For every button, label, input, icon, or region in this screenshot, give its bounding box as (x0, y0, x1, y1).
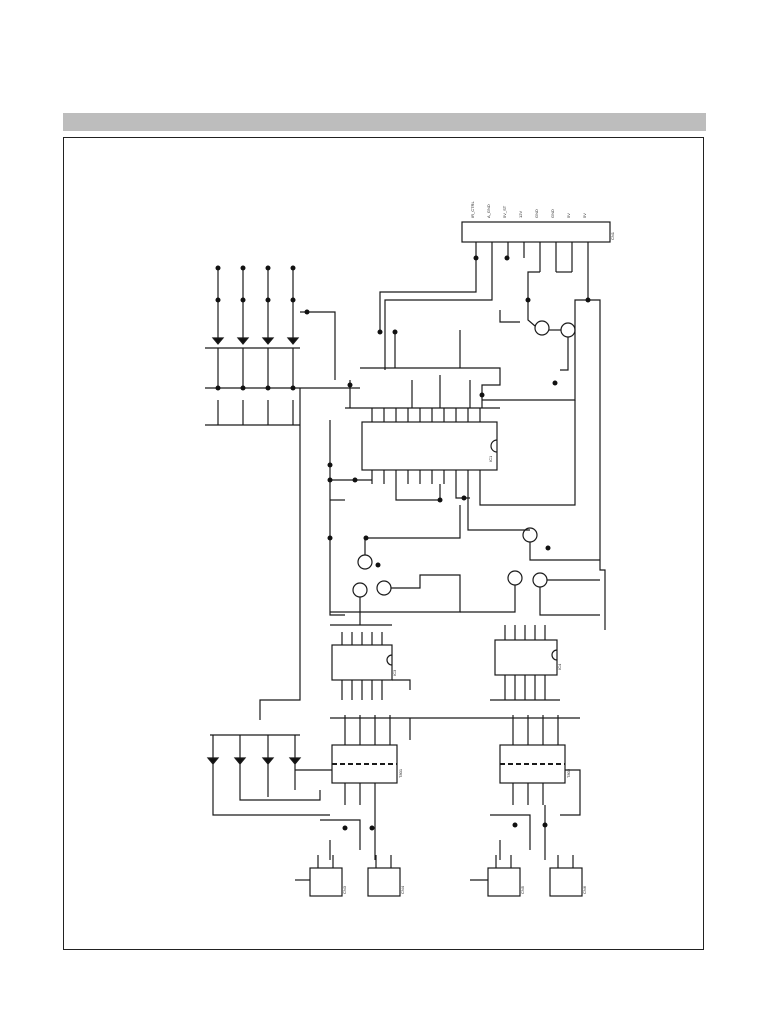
schematic-frame (63, 137, 704, 950)
cn1-pin-6-label: GND (550, 209, 555, 218)
transistor-q7 (507, 570, 523, 586)
cn1-pin-7-label: 5V (566, 213, 571, 218)
output-connector-cn4 (367, 867, 401, 897)
cn1-pin-1-label: IR_CTRL (470, 201, 475, 218)
wire-agnd (384, 258, 493, 370)
transistor-q4 (376, 580, 392, 596)
transistor-q8 (532, 572, 548, 588)
transistor-q1 (534, 320, 550, 336)
output-connector-cn3 (309, 867, 343, 897)
cn1-ref-label: CN1 (610, 231, 615, 240)
transistor-q3 (357, 554, 373, 570)
main-ic1 (361, 421, 498, 471)
cn3-ref-label: CN3 (342, 885, 347, 894)
cn5-ref-label: CN5 (520, 885, 525, 894)
ic3-ref-label: IC3 (392, 669, 397, 676)
schematic-labels: IR_CTRL A_GND 5V_ST 12V GND GND 5V 5V CN… (342, 201, 615, 894)
section-title-bar (63, 113, 706, 131)
t801-ref-label: T801 (398, 768, 403, 778)
cn1-pin-3-label: 5V_ST (502, 205, 507, 218)
wire-12v (527, 271, 540, 300)
transistor-q5 (352, 582, 368, 598)
diode-array-bottom (206, 757, 302, 765)
cn1-pin-8-label: 5V (582, 213, 587, 218)
junction-dots (215, 255, 591, 831)
output-connector-cn6 (549, 867, 583, 897)
wire-left-bus (259, 388, 301, 720)
cn1-pin-4-label: 12V (518, 211, 523, 218)
wire-5v-right (588, 299, 606, 630)
wire-5v-main (482, 299, 588, 401)
cn1-pin-2-label: A_GND (486, 204, 491, 218)
main-ic1-bottom-pins (371, 470, 481, 484)
ic4-ref-label: IC4 (557, 663, 562, 670)
buffer-ic4 (494, 639, 558, 676)
led-channels-bottom (210, 734, 332, 816)
wire-ir-ctrl (379, 258, 477, 330)
output-connector-cn5 (487, 867, 521, 897)
connector-cn1 (461, 221, 611, 243)
connector-cn1-pin-leads (475, 242, 589, 300)
main-ic1-top-pins (371, 408, 481, 422)
t802-ref-label: T802 (566, 768, 571, 778)
cn4-ref-label: CN4 (400, 885, 405, 894)
buffer-ic3 (331, 644, 393, 681)
transistor-q2 (560, 322, 576, 338)
ic1-ref-label: IC1 (488, 455, 493, 462)
cn6-ref-label: CN6 (582, 885, 587, 894)
led-channels-top (205, 268, 360, 426)
cn1-pin-5-label: GND (534, 209, 539, 218)
diode-array-top (211, 337, 300, 345)
